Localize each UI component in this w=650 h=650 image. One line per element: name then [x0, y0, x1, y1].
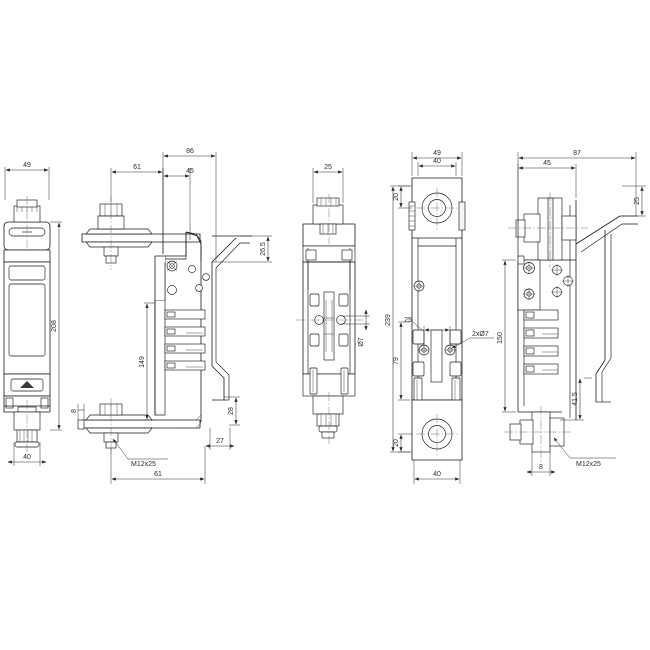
callout-label: M12x25: [131, 461, 156, 468]
view-2-bracket-side: 86 61 45 26.5 149: [71, 148, 272, 484]
dim-label: 40: [23, 454, 31, 461]
dim-49-top: 49: [411, 150, 463, 176]
dim-label: 45: [186, 168, 194, 175]
dim-45-right: 45: [517, 160, 577, 258]
dim-79-left: 79: [393, 321, 410, 401]
dim-27: 27: [205, 428, 235, 450]
dim-20-bottom: 20: [393, 433, 412, 453]
dim-label: 208: [51, 320, 58, 332]
view-4-rear-plate: 49 40 20 25 239: [385, 150, 494, 484]
dim-25-mid: 25: [404, 317, 451, 346]
dim-label: 61: [133, 164, 141, 171]
dim-label: 49: [433, 150, 441, 157]
dim-label: 8: [71, 409, 78, 413]
dim-label: 41.5: [572, 392, 579, 406]
dim-dia-7: Ø7: [341, 309, 370, 347]
dim-label: 239: [385, 314, 392, 326]
dim-45: 45: [162, 168, 194, 254]
dim-25-top: 25: [312, 164, 344, 203]
v4-body: [408, 177, 466, 461]
dim-label: Ø7: [358, 337, 365, 346]
dim-label: 8: [539, 464, 543, 471]
v2-slots: [164, 309, 206, 371]
v2-top-arm: [81, 196, 201, 270]
dim-41-5: 41.5: [560, 377, 592, 421]
dim-label: 49: [23, 162, 31, 169]
dim-208-height: 208: [50, 221, 62, 431]
v2-bent-plate: [154, 230, 252, 423]
callout-m12x25-right: M12x25: [553, 437, 616, 468]
dim-150: 150: [497, 259, 516, 413]
dim-label: 40: [433, 158, 441, 165]
dim-label: 28: [228, 407, 235, 415]
dim-label: 25: [404, 317, 412, 324]
v3-body: [296, 194, 364, 444]
dim-49-top-left: 49: [4, 162, 50, 200]
view-3-narrow-edge: 25 Ø7: [296, 164, 370, 444]
dim-40-bottom: 40: [413, 460, 461, 484]
dim-61-bottom: 61: [110, 446, 206, 484]
dim-label: 20: [393, 439, 400, 447]
dim-label: 25: [634, 197, 641, 205]
dim-40-top: 40: [417, 158, 457, 176]
view-5-right-assembly: 87 45 25 150 41.5: [497, 150, 646, 476]
dim-label: 40: [433, 471, 441, 478]
dim-8: 8: [71, 404, 85, 420]
dim-label: 45: [543, 160, 551, 167]
dim-label: 20: [393, 193, 400, 201]
dim-label: 149: [139, 356, 146, 368]
callout-label: 2xØ7: [472, 331, 489, 338]
dim-label: 27: [216, 438, 224, 445]
dim-8-right: 8: [526, 452, 556, 476]
v2-bottom-arm: [77, 398, 202, 455]
dim-label: 86: [186, 148, 194, 155]
dim-40-bottom-left: 40: [7, 442, 47, 466]
callout-2x-dia-7: 2xØ7: [451, 331, 494, 349]
callout-m12x25: M12x25: [112, 438, 168, 468]
dim-149: 149: [139, 302, 155, 421]
callout-label: M12x25: [576, 461, 601, 468]
view-1-device-front: 49 40 208: [3, 162, 62, 466]
dim-label: 61: [154, 471, 162, 478]
v5-body: [504, 192, 638, 462]
dim-label: 150: [497, 332, 504, 344]
dim-28: 28: [224, 396, 240, 426]
dim-label: 79: [393, 357, 400, 365]
dim-26-5: 26.5: [212, 235, 272, 263]
v1-body: [3, 196, 51, 452]
dim-label: 87: [573, 150, 581, 157]
dim-25-right: 25: [622, 185, 646, 217]
dim-label: 25: [324, 164, 332, 171]
dim-label: 26.5: [260, 242, 267, 256]
